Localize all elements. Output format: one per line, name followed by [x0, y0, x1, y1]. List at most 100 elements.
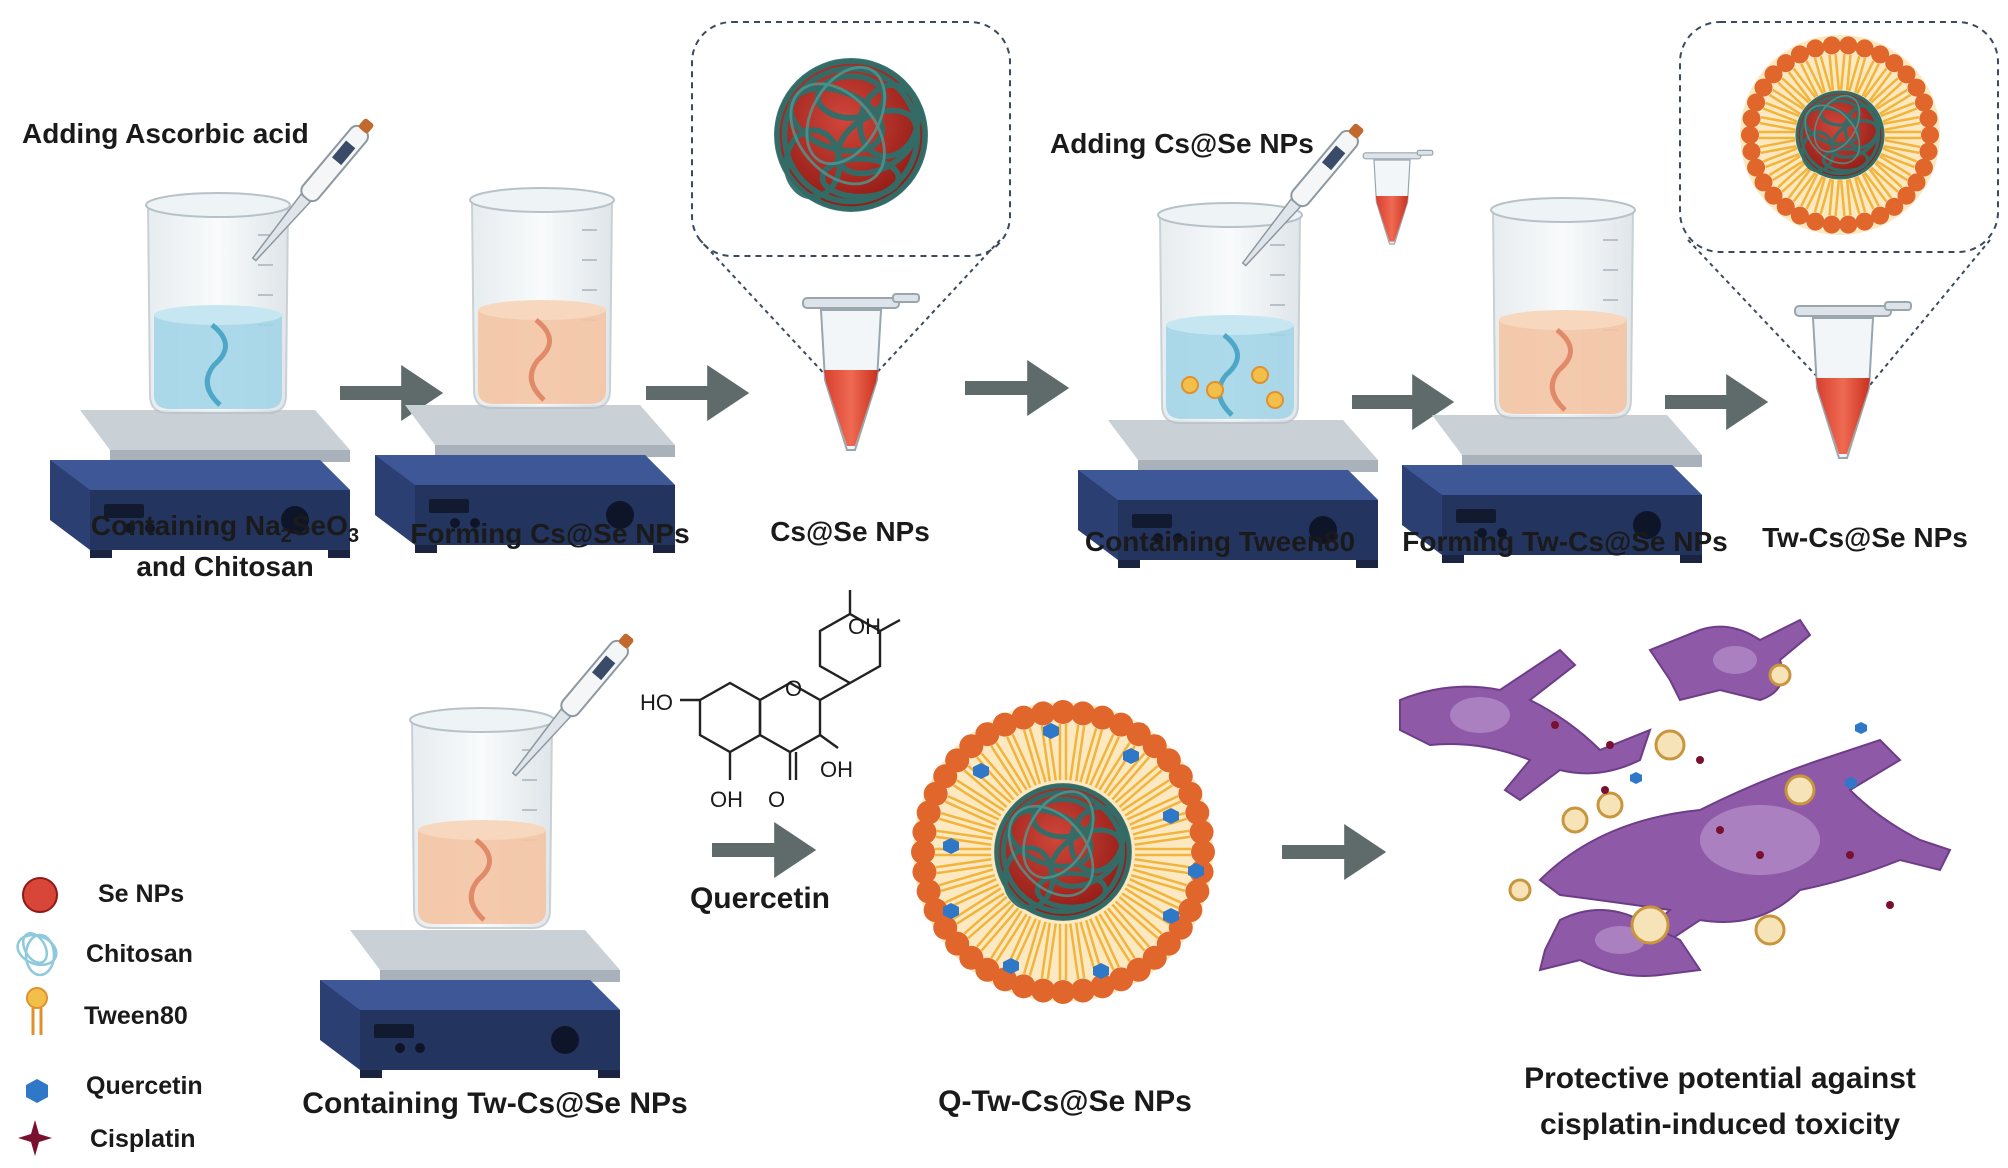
tween-head [1754, 78, 1773, 97]
tween-tail [1058, 924, 1068, 980]
tween-head [1907, 173, 1926, 192]
tween-tail [938, 811, 996, 836]
legend-quercetin-icon [26, 1079, 48, 1103]
tube-2 [1794, 301, 1912, 459]
legend-tween80-icon [26, 987, 48, 1035]
tween-head [1776, 54, 1795, 73]
tween-tail [1870, 162, 1903, 193]
tween-head [1031, 701, 1056, 726]
tween-head [1011, 974, 1036, 999]
tween-head [1921, 126, 1939, 144]
stirrer-5 [320, 930, 620, 1078]
tween-tail [1800, 173, 1824, 210]
tween-tail [1121, 779, 1173, 817]
chem-oh-top: OH [848, 614, 881, 639]
tween-head [1031, 978, 1056, 1003]
beaker-5 [409, 707, 555, 929]
tween-head [1885, 197, 1904, 216]
tween-head [1806, 212, 1825, 231]
tween-tail [975, 903, 1020, 952]
label-adding-cs-se: Adding Cs@Se NPs [1050, 128, 1314, 159]
tween-head [1070, 978, 1095, 1003]
tween-tail [1079, 727, 1104, 785]
tween-head [1178, 898, 1203, 923]
cs-se-zoom-box [691, 21, 1011, 257]
tube-1 [802, 293, 920, 451]
tween-head [1822, 215, 1841, 234]
tween-tail [1828, 179, 1841, 217]
tween-tail [1005, 733, 1037, 789]
pipette-3 [505, 628, 639, 782]
legend-chitosan: Chitosan [86, 940, 193, 968]
tw-cs-se-zoom-box [1679, 21, 1999, 253]
tween-tail [1856, 60, 1880, 97]
tween-tail [1883, 115, 1921, 131]
tween-tail [1126, 794, 1182, 826]
tween-tail [1106, 903, 1151, 952]
beaker-2 [469, 187, 615, 409]
legend-cisplatin: Cisplatin [90, 1125, 196, 1153]
tween-head [1871, 45, 1890, 64]
label-forming-tw-cs-se: Forming Tw-Cs@Se NPs [1402, 526, 1728, 557]
tween-tail [1126, 878, 1182, 910]
tween-head [1011, 705, 1036, 730]
tween-head [1790, 206, 1809, 225]
tween-tail [1883, 139, 1921, 155]
tween-tail [944, 794, 1000, 826]
tween-tail [1759, 139, 1797, 155]
tween-tail [1098, 910, 1136, 962]
tween-tail [1069, 922, 1086, 980]
tween-head [912, 859, 937, 884]
tween-tail [1800, 60, 1824, 97]
tween-head [1742, 109, 1761, 128]
tween-tail [1040, 922, 1057, 980]
tween-tail [944, 878, 1000, 910]
label-q-tw-cs-se: Q-Tw-Cs@Se NPs [938, 1085, 1192, 1118]
legend-chitosan-icon [16, 932, 58, 977]
tween-tail [1089, 915, 1121, 971]
tween-tail [935, 858, 993, 875]
label-protective-line2: cisplatin-induced toxicity [1539, 1108, 1901, 1141]
tween-head [1897, 186, 1916, 205]
chem-oh-bottom: OH [710, 787, 743, 812]
tween-tail [1863, 168, 1893, 203]
tween-tail [1762, 147, 1800, 169]
tween-tail [953, 887, 1005, 925]
tween-tail [1880, 101, 1918, 123]
cs-se-nanoparticle [772, 54, 927, 211]
tween-head [1885, 54, 1904, 73]
tween-tail [1870, 77, 1903, 108]
tween-head [992, 712, 1017, 737]
tween-head [1914, 93, 1933, 112]
beaker-3 [1157, 202, 1303, 424]
tween-tail [1759, 115, 1797, 131]
tween-head [1839, 215, 1858, 234]
tween-head [911, 840, 935, 864]
tween-tail [1133, 829, 1191, 846]
tween-tail [1130, 868, 1188, 893]
tween-tail [1135, 847, 1191, 857]
tween-tail [1787, 67, 1817, 102]
label-protective-line1: Protective potential against [1524, 1062, 1916, 1095]
tween-tail [1106, 752, 1151, 801]
tween-head [1191, 840, 1215, 864]
tween-head [1806, 39, 1825, 58]
legend-se-nps: Se NPs [98, 880, 185, 908]
tween-head [1189, 820, 1214, 845]
zoom-line-2a [1687, 239, 1826, 386]
legend-quercetin: Quercetin [86, 1072, 203, 1100]
tween-head [1070, 701, 1095, 726]
tween-tail [1839, 53, 1852, 91]
tween-tail [935, 829, 993, 846]
tween-head [1109, 967, 1134, 992]
tween-tail [1876, 155, 1912, 182]
tween-head [933, 915, 958, 940]
tween-head [912, 820, 937, 845]
legend-tween80: Tween80 [84, 1002, 188, 1030]
tween-tail [1759, 130, 1795, 140]
tween-tail [1828, 53, 1841, 91]
tween-tail [1880, 147, 1918, 169]
tw-cs-se-nanoparticle [1740, 35, 1940, 235]
tween-head [1764, 186, 1783, 205]
tween-head [1090, 974, 1115, 999]
